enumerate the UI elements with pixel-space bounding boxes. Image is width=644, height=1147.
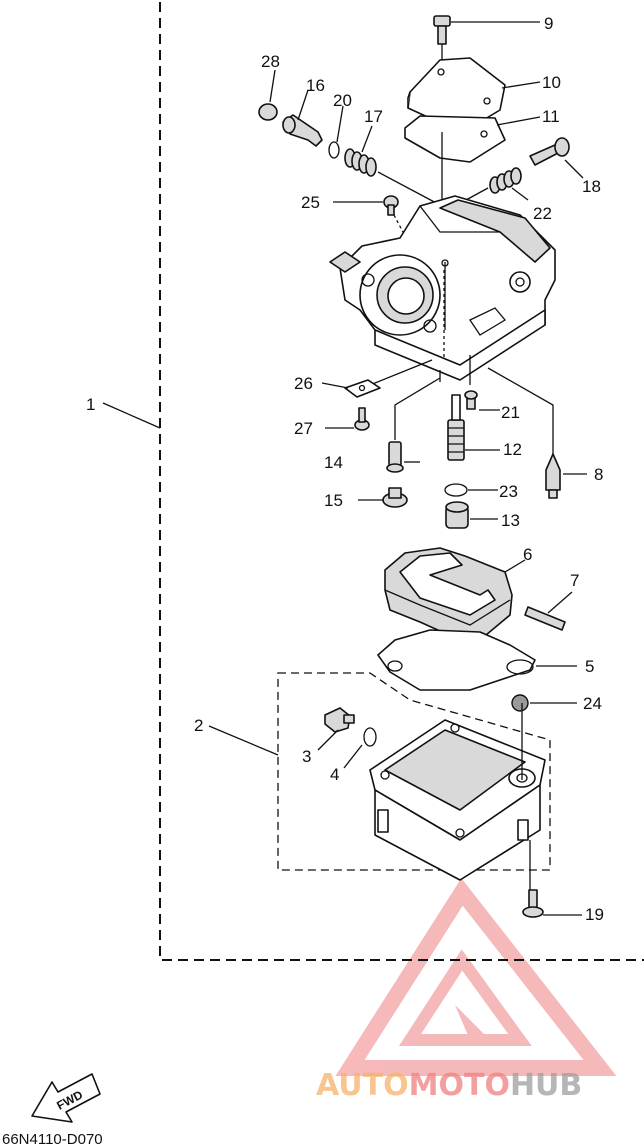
label-26: 26 bbox=[294, 374, 313, 393]
part-5-gasket bbox=[377, 629, 536, 691]
part-26-plate bbox=[344, 379, 381, 398]
part-6-float bbox=[384, 547, 513, 641]
watermark-text: AUTOMOTOHUB bbox=[316, 1068, 582, 1103]
label-20: 20 bbox=[333, 91, 352, 110]
part-20-oring bbox=[328, 141, 340, 159]
part-labels: 1 2 3 4 5 6 7 8 9 10 11 12 13 14 15 16 1… bbox=[86, 14, 604, 924]
label-17: 17 bbox=[364, 107, 383, 126]
label-5: 5 bbox=[585, 657, 594, 676]
label-18: 18 bbox=[582, 177, 601, 196]
part-24-plug bbox=[511, 694, 529, 712]
leader-lines bbox=[102, 21, 587, 916]
part-28-cap bbox=[258, 103, 278, 121]
label-19: 19 bbox=[585, 905, 604, 924]
part-11-gasket bbox=[404, 115, 506, 163]
label-22: 22 bbox=[533, 204, 552, 223]
watermark-part1: AUTO bbox=[316, 1068, 409, 1103]
label-27: 27 bbox=[294, 419, 313, 438]
label-3: 3 bbox=[302, 747, 311, 766]
assembly-boundary bbox=[159, 2, 644, 961]
label-12: 12 bbox=[503, 440, 522, 459]
label-28: 28 bbox=[261, 52, 280, 71]
label-6: 6 bbox=[523, 545, 532, 564]
label-9: 9 bbox=[544, 14, 553, 33]
part-25-screw bbox=[383, 195, 399, 216]
part-23-oring bbox=[444, 483, 468, 497]
float-chamber bbox=[369, 719, 546, 881]
label-24: 24 bbox=[583, 694, 602, 713]
label-11: 11 bbox=[542, 107, 560, 126]
part-22-spring bbox=[489, 167, 522, 194]
watermark-part2: MOTO bbox=[409, 1068, 510, 1103]
float-chamber-boundary bbox=[277, 672, 551, 871]
part-15-plug bbox=[382, 487, 408, 508]
fwd-arrow-icon: FWD bbox=[31, 1073, 101, 1123]
label-1: 1 bbox=[86, 395, 95, 414]
label-13: 13 bbox=[501, 511, 520, 530]
part-16-pilot-screw bbox=[282, 114, 323, 147]
part-3-drain-screw bbox=[324, 707, 355, 733]
label-8: 8 bbox=[594, 465, 603, 484]
part-13-main-jet bbox=[445, 501, 469, 529]
part-17-spring bbox=[344, 148, 377, 177]
label-7: 7 bbox=[570, 571, 579, 590]
label-23: 23 bbox=[499, 482, 518, 501]
part-4-washer bbox=[363, 727, 377, 747]
label-14: 14 bbox=[324, 453, 343, 472]
part-27-screw bbox=[354, 407, 370, 431]
watermark-part3: HUB bbox=[510, 1068, 582, 1103]
part-19-screw bbox=[522, 889, 544, 918]
part-18-throttle-stop-screw bbox=[529, 137, 570, 166]
part-10-cover bbox=[407, 57, 506, 129]
carburetor-body bbox=[329, 195, 556, 381]
part-9-screw bbox=[433, 15, 451, 68]
label-2: 2 bbox=[194, 716, 203, 735]
part-12-main-nozzle bbox=[447, 394, 465, 461]
label-4: 4 bbox=[330, 765, 339, 784]
label-25: 25 bbox=[301, 193, 320, 212]
part-21-screw bbox=[464, 390, 478, 410]
label-15: 15 bbox=[324, 491, 343, 510]
drawing-code: 66N4110-D070 bbox=[2, 1131, 103, 1147]
label-10: 10 bbox=[542, 73, 561, 92]
label-16: 16 bbox=[306, 76, 325, 95]
part-7-float-pin bbox=[524, 606, 566, 631]
part-14-pilot-jet bbox=[386, 441, 404, 473]
part-8-needle-valve bbox=[545, 453, 561, 499]
svg-text:AUTOMOTOHUB: AUTOMOTOHUB bbox=[316, 1068, 582, 1103]
watermark-logo bbox=[335, 878, 617, 1076]
label-21: 21 bbox=[501, 403, 520, 422]
